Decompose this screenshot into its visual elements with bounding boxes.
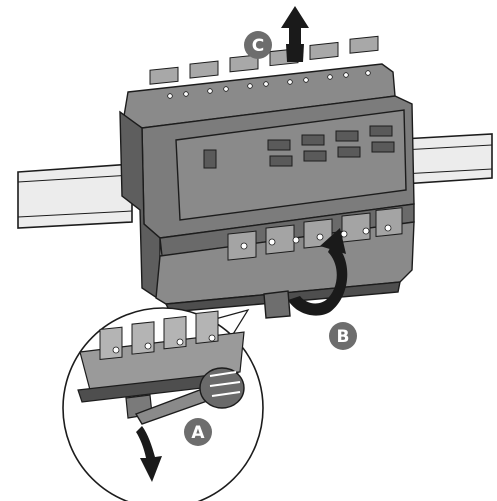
zoomed-terminal-detail bbox=[77, 310, 245, 419]
indicator-grid bbox=[267, 125, 395, 167]
din-rail bbox=[17, 133, 493, 229]
callout-c-label: C bbox=[252, 36, 264, 56]
screwdriver-icon bbox=[134, 367, 245, 425]
callout-c-badge: C bbox=[244, 31, 272, 59]
modular-device bbox=[119, 35, 415, 319]
rotate-arrow-icon bbox=[288, 228, 348, 316]
callout-a-badge: A bbox=[184, 418, 212, 446]
callout-a-label: A bbox=[191, 423, 205, 443]
callout-b-label: B bbox=[337, 327, 350, 347]
down-arrow-icon bbox=[136, 426, 162, 482]
up-arrow-icon bbox=[281, 6, 309, 62]
callout-b-badge: B bbox=[329, 322, 357, 350]
